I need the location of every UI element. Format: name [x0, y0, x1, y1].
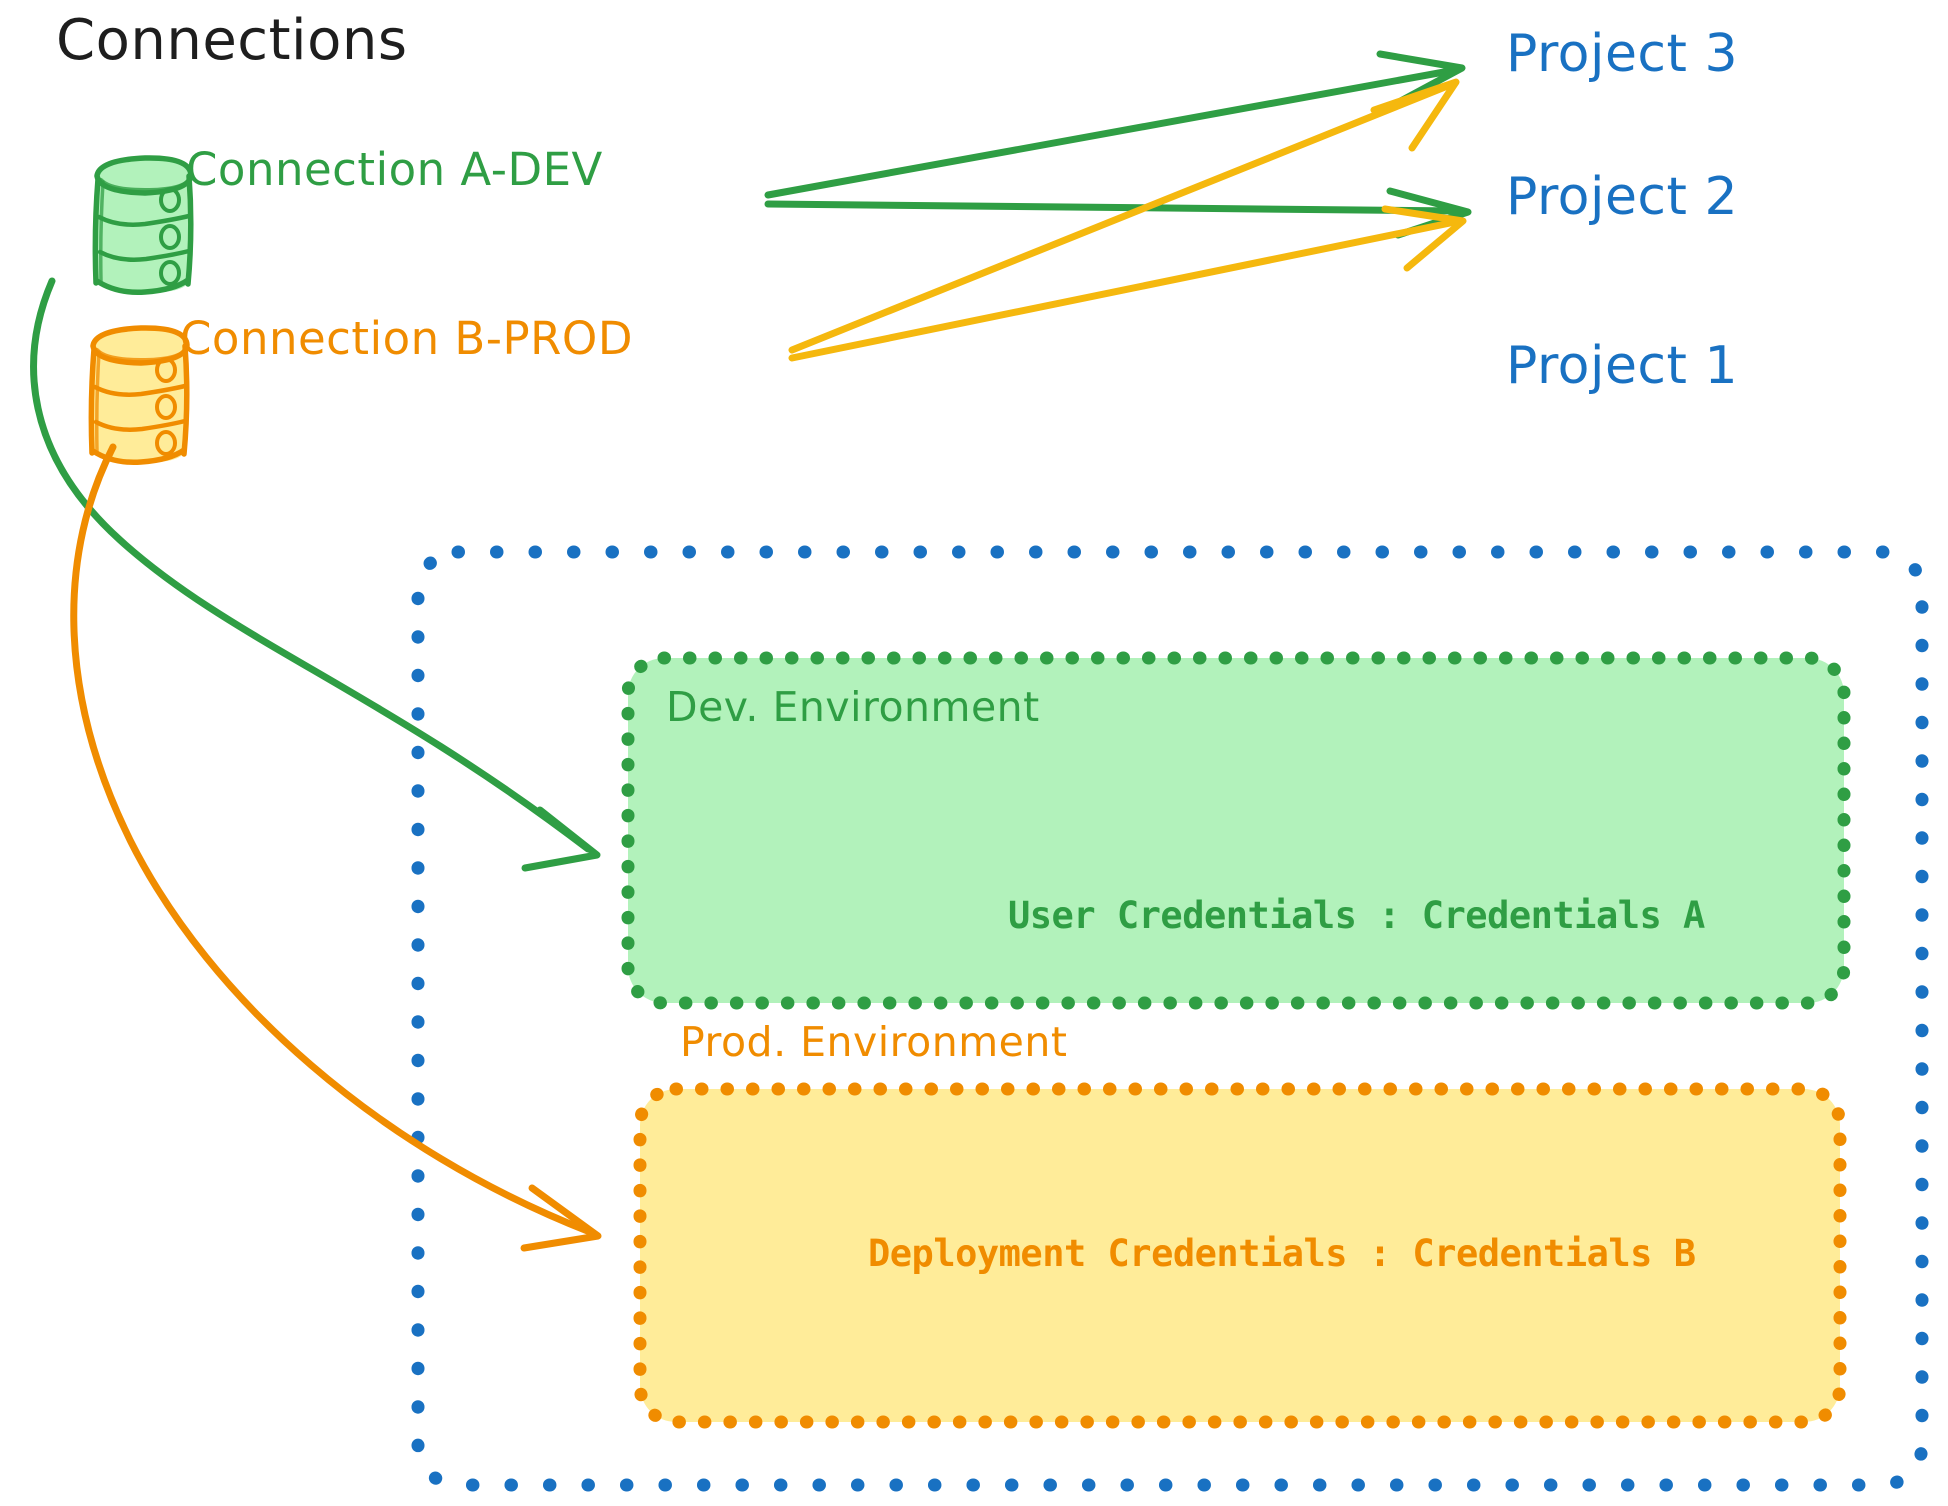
prod-environment-credentials: Deployment Credentials : Credentials B: [868, 1232, 1696, 1275]
dev-environment-title: Dev. Environment: [666, 683, 1040, 731]
project-2-label[interactable]: Project 2: [1506, 167, 1739, 227]
prod-environment-title: Prod. Environment: [680, 1018, 1068, 1066]
dev-environment-credentials: User Credentials : Credentials A: [1008, 894, 1705, 937]
edge-a-dev-to-dev-environment: [30, 277, 601, 872]
connection-b-prod-label[interactable]: Connection B-PROD: [180, 312, 634, 365]
project-3-label[interactable]: Project 3: [1506, 24, 1739, 84]
project-1-label[interactable]: Project 1: [1506, 336, 1739, 396]
database-cylinder-icon-orange: [88, 325, 190, 466]
edge-b-prod-to-project-2: [788, 205, 1467, 362]
dev-environment-box[interactable]: [621, 651, 1851, 1010]
edge-b-prod-to-project-3: [788, 78, 1460, 354]
connection-a-dev-label[interactable]: Connection A-DEV: [186, 143, 603, 196]
edge-a-dev-to-project-2: [764, 187, 1472, 239]
project-1-container-border: [411, 545, 1929, 1492]
page-title: Connections: [56, 8, 408, 73]
prod-environment-box[interactable]: [633, 1082, 1847, 1429]
database-cylinder-icon-green: [92, 155, 194, 296]
edge-b-prod-to-prod-environment: [70, 443, 602, 1252]
